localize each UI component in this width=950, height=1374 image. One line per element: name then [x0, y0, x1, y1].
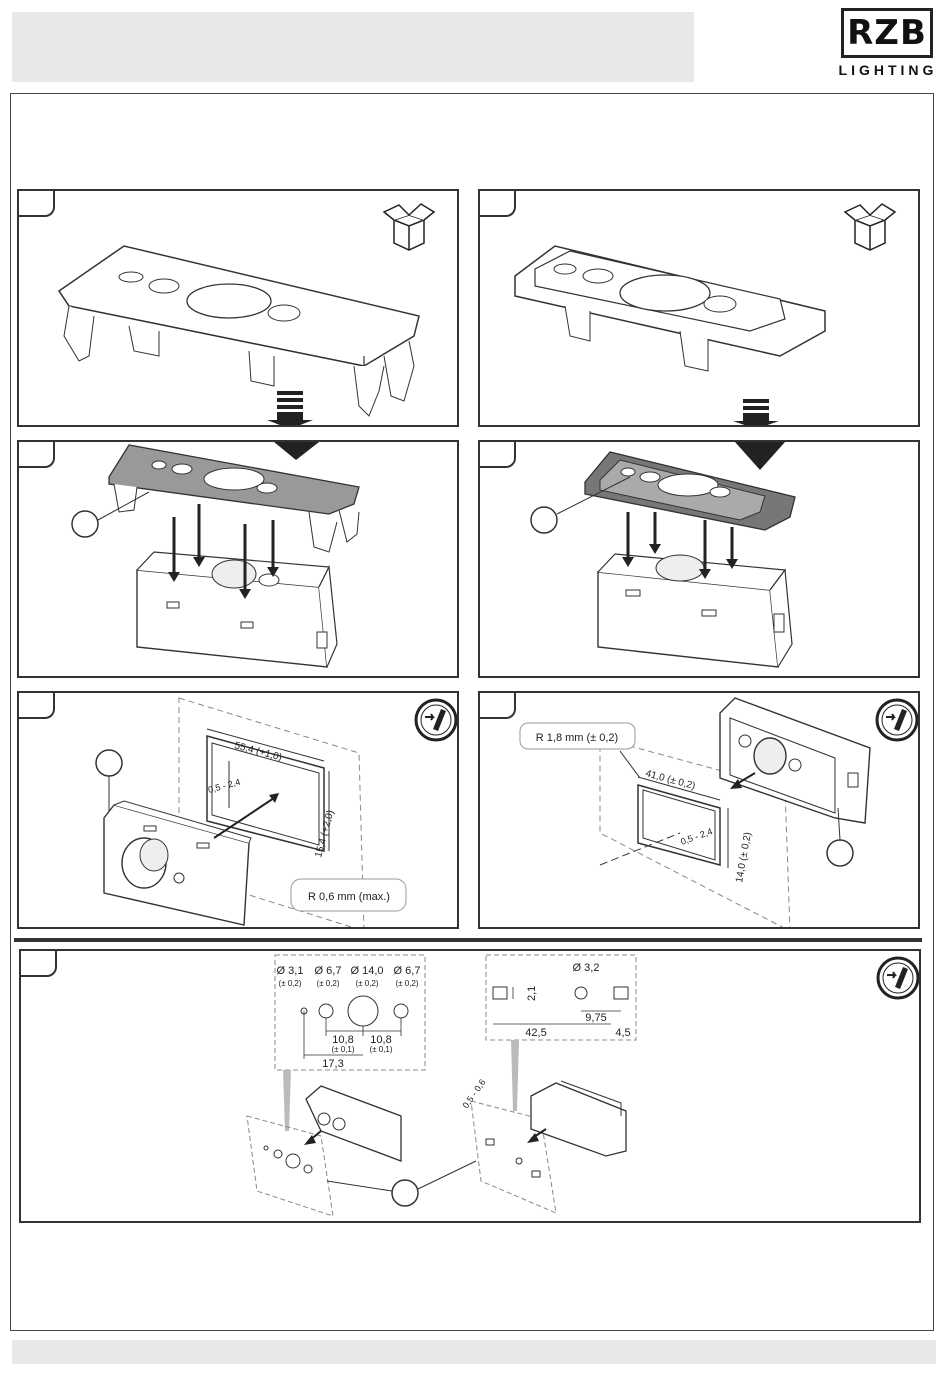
spacing-a-tol: (± 0,1)	[331, 1045, 354, 1054]
logo-box: RZB	[841, 8, 933, 58]
step-panel-3	[17, 440, 459, 678]
cutout-b-height-label: 14,0 (± 0,2)	[734, 831, 754, 883]
spacing-b-tol: (± 0,1)	[369, 1045, 392, 1054]
tool-drill-icon	[875, 955, 921, 1001]
step-panel-1	[17, 189, 459, 427]
step-panel-5: 55,4 (+1,0) 15,4 (+2,0) 0,5 - 2,4 R 0,6 …	[17, 691, 459, 929]
cutout-b-radius-label: R 1,8 mm (± 0,2)	[536, 732, 618, 744]
hole-2-dia: Ø 6,7	[315, 965, 342, 977]
panel-thickness-label: 0,5 - 0,6	[460, 1077, 487, 1110]
hole-1-tol: (± 0,2)	[278, 979, 301, 988]
hole-4-tol: (± 0,2)	[395, 979, 418, 988]
step-4-tab	[480, 442, 516, 468]
step-6-tab	[480, 693, 516, 719]
slot-height-label: 2,1	[526, 986, 538, 1001]
section-divider	[14, 938, 922, 942]
step-1-tab	[19, 191, 55, 217]
cutout-b-drawing: R 1,8 mm (± 0,2) 41,0 (± 0,2) 14,0 (± 0,…	[480, 693, 920, 929]
total-b-label: 42,5	[525, 1027, 546, 1039]
hole-2-tol: (± 0,2)	[316, 979, 339, 988]
tool-drill-icon	[874, 697, 920, 743]
step-3-tab	[19, 442, 55, 468]
step-panel-4	[478, 440, 920, 678]
header-bar	[12, 12, 694, 82]
cutout-a-radius-label: R 0,6 mm (max.)	[308, 891, 390, 903]
step-panel-2	[478, 189, 920, 427]
hole-1-dia: Ø 3,1	[277, 965, 304, 977]
step-panel-7: Ø 3,1 (± 0,2) Ø 6,7 (± 0,2) Ø 14,0 (± 0,…	[19, 949, 921, 1223]
edge-label: 4,5	[615, 1027, 630, 1039]
assembly-a-drawing	[19, 442, 459, 678]
footer-bar	[12, 1340, 936, 1364]
package-box-icon	[840, 195, 900, 255]
hole-4-dia: Ø 6,7	[394, 965, 421, 977]
step-2-tab	[480, 191, 516, 217]
logo-subtitle: LIGHTING	[836, 62, 940, 78]
hole-b-dia: Ø 3,2	[573, 962, 600, 974]
step-7-tab	[21, 951, 57, 977]
package-box-icon	[379, 195, 439, 255]
hole-3-dia: Ø 14,0	[350, 965, 383, 977]
logo-mark: RZB	[847, 16, 927, 50]
drilling-template-drawing: Ø 3,1 (± 0,2) Ø 6,7 (± 0,2) Ø 14,0 (± 0,…	[21, 951, 921, 1223]
assembly-b-drawing	[480, 442, 920, 678]
cutout-a-drawing: 55,4 (+1,0) 15,4 (+2,0) 0,5 - 2,4 R 0,6 …	[19, 693, 459, 929]
step-panel-6: R 1,8 mm (± 0,2) 41,0 (± 0,2) 14,0 (± 0,…	[478, 691, 920, 929]
step-5-tab	[19, 693, 55, 719]
total-a-label: 17,3	[322, 1058, 343, 1070]
rzb-logo: RZB LIGHTING	[836, 8, 940, 78]
spacing-c-label: 9,75	[585, 1012, 606, 1024]
tool-drill-icon	[413, 697, 459, 743]
hole-3-tol: (± 0,2)	[355, 979, 378, 988]
